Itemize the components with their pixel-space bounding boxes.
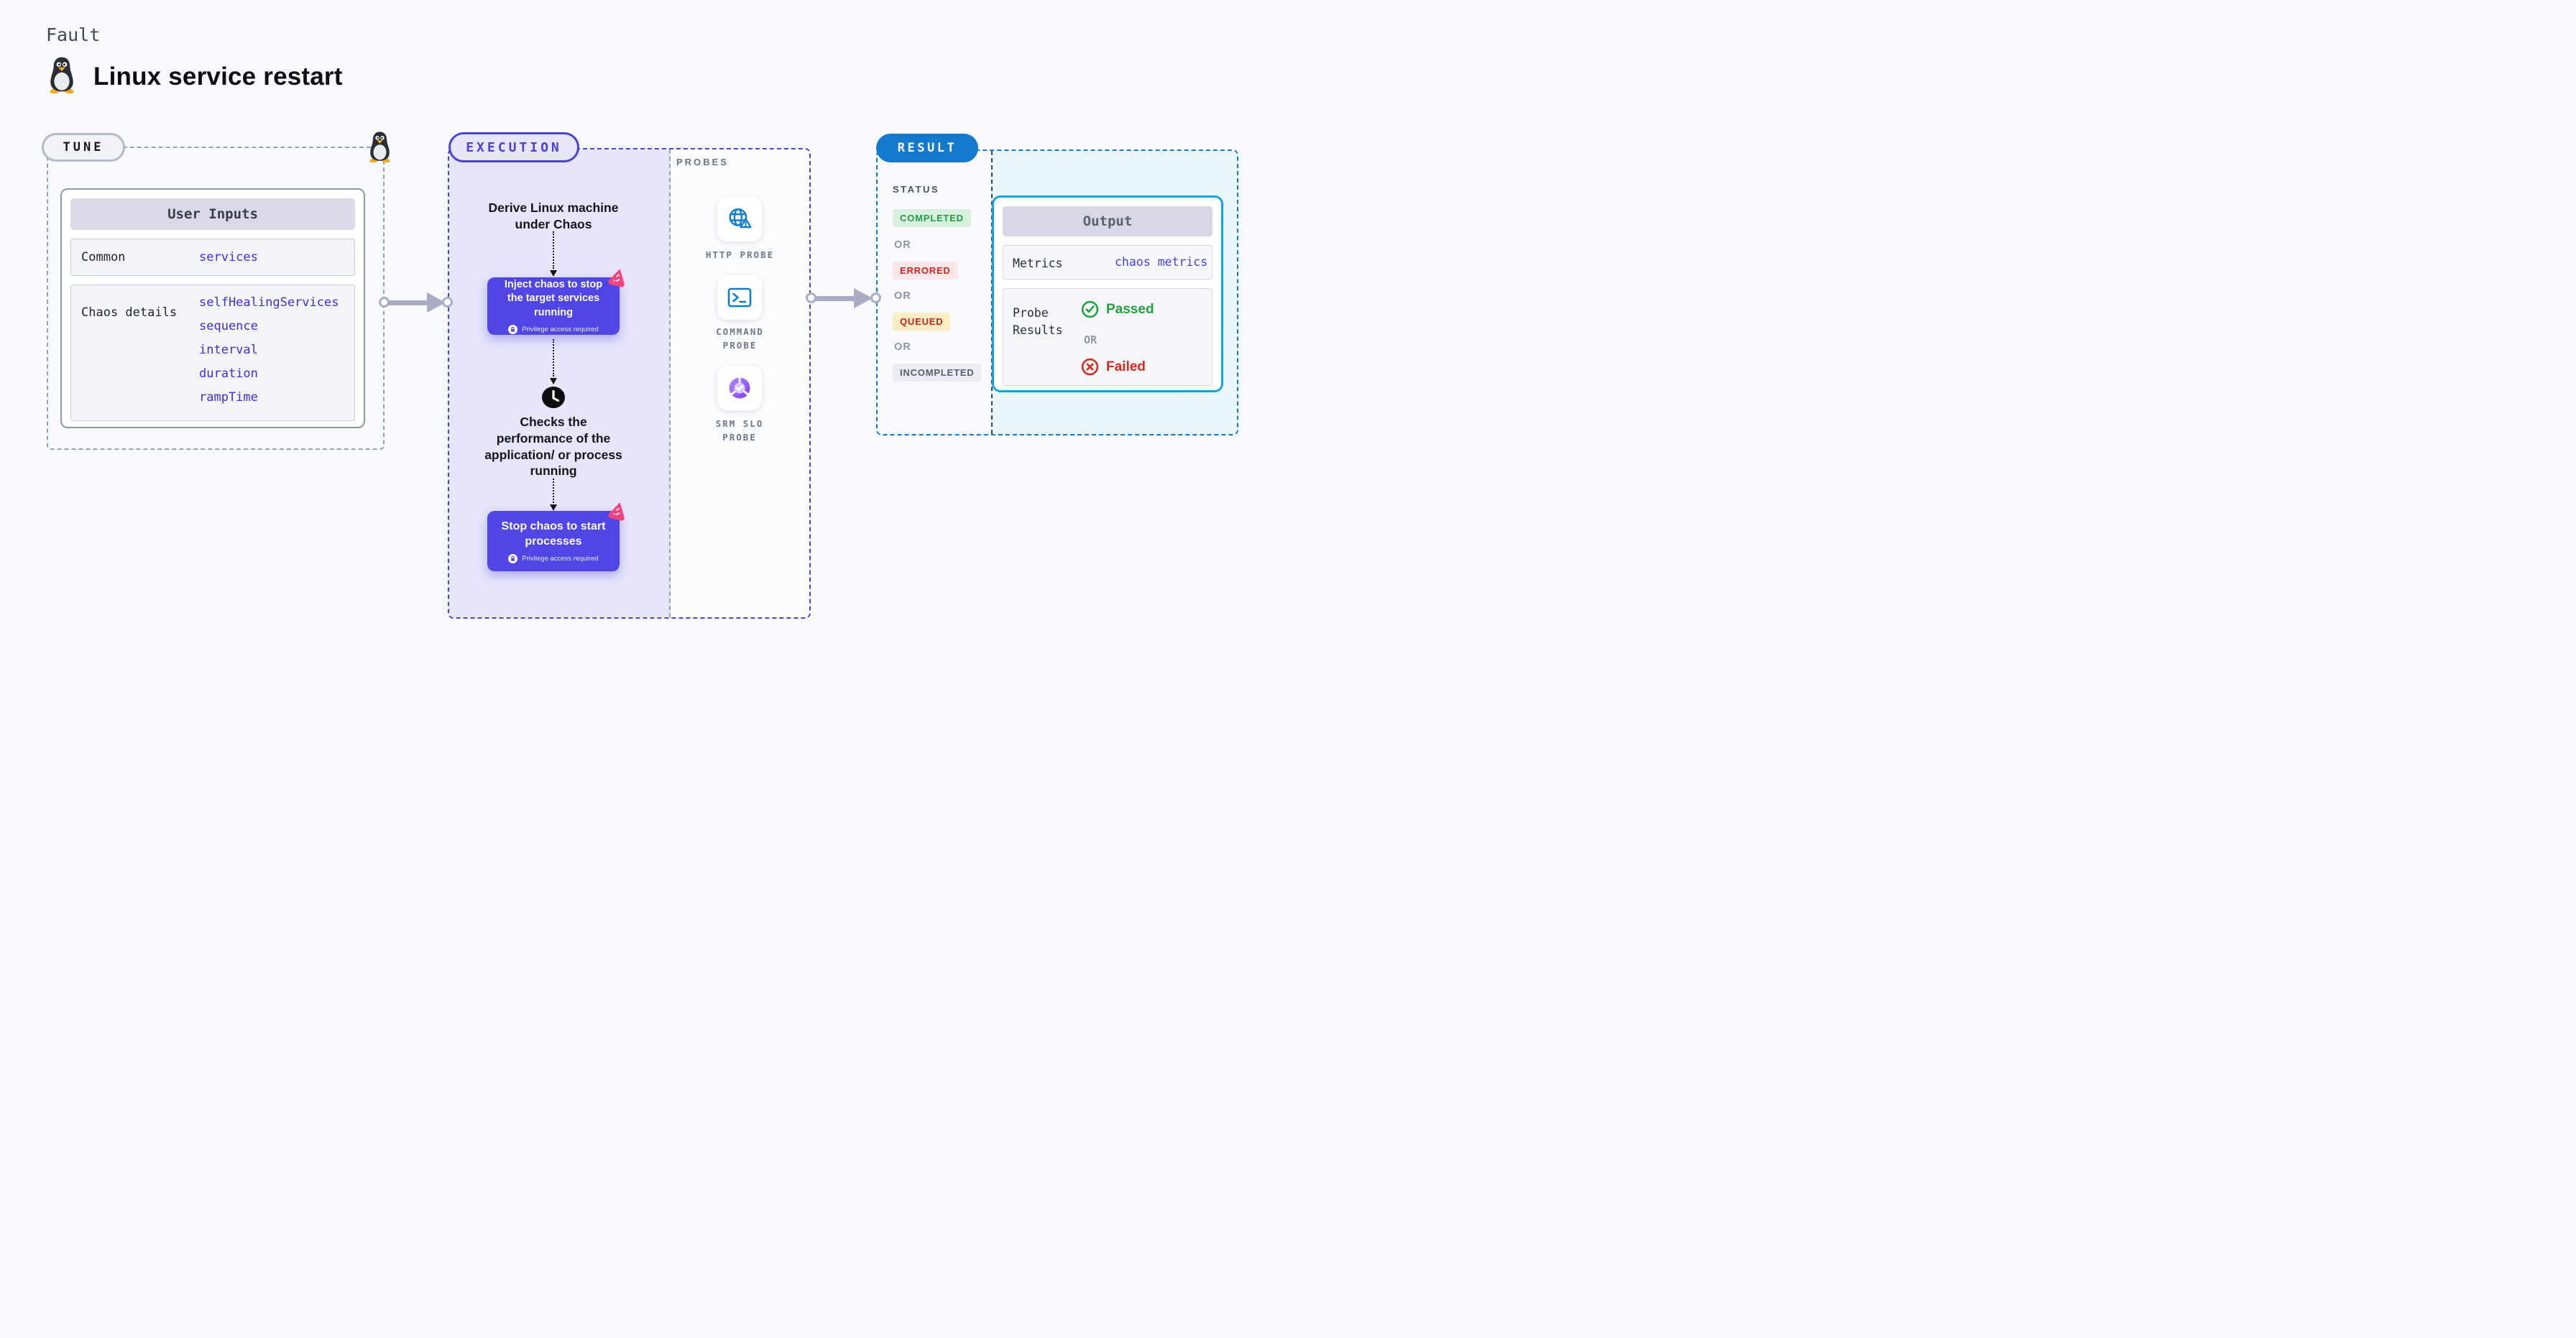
dotted-connector: [553, 231, 554, 269]
tux-penguin-icon: [46, 56, 78, 97]
output-card: Output Metrics chaos metrics Probe Resul…: [992, 195, 1223, 392]
dotted-connector: [553, 339, 554, 377]
input-value: interval: [199, 343, 258, 357]
failed-result: Failed: [1081, 358, 1146, 376]
probe-label: COMMAND PROBE: [716, 326, 764, 351]
http-probe-card[interactable]: [717, 197, 762, 241]
input-value: rampTime: [199, 390, 258, 405]
slo-pie-check-icon: [729, 377, 750, 399]
status-badge-completed: COMPLETED: [893, 209, 971, 227]
status-area: [878, 151, 992, 434]
chaos-spark-icon: [608, 502, 627, 523]
status-heading: STATUS: [893, 184, 940, 195]
probes-divider: [669, 149, 671, 617]
or-separator: OR: [894, 239, 911, 251]
or-separator: OR: [894, 341, 911, 353]
clock-icon: [541, 386, 566, 412]
lock-icon: [508, 324, 518, 334]
execution-pill: EXECUTION: [448, 132, 579, 162]
chaos-spark-icon: [608, 268, 627, 290]
row-label: Common: [81, 250, 126, 264]
input-value: selfHealingServices: [199, 295, 339, 310]
status-badge-incompleted: INCOMPLETED: [893, 364, 982, 382]
connector-dot: [870, 292, 881, 303]
probe-results-label: Probe Results: [1013, 306, 1063, 337]
user-inputs-card: User Inputs Common services Chaos detail…: [60, 188, 365, 428]
metrics-label: Metrics: [1013, 257, 1063, 270]
dotted-connector: [553, 479, 554, 503]
command-probe-card[interactable]: [717, 275, 762, 320]
srm-slo-probe-card[interactable]: [717, 366, 762, 410]
input-value: services: [199, 250, 258, 264]
probe-label: SRM SLO PROBE: [715, 418, 764, 443]
fault-diagram: Fault Linux service restart TUNE: [0, 0, 1288, 669]
derive-step-text: Derive Linux machine under Chaos: [488, 200, 619, 231]
connector-dot: [442, 297, 453, 308]
lock-icon: [508, 554, 518, 564]
fault-kicker: Fault: [46, 24, 101, 45]
arrowhead: [550, 270, 557, 277]
title-row: Linux service restart: [46, 56, 343, 97]
terminal-icon: [727, 287, 752, 308]
result-pill: RESULT: [876, 134, 978, 162]
output-title: Output: [1003, 206, 1213, 236]
input-value: duration: [199, 366, 258, 381]
input-value: sequence: [199, 319, 258, 333]
checks-step-text: Checks the performance of the applicatio…: [484, 415, 622, 479]
tune-pill: TUNE: [42, 133, 125, 162]
x-circle-icon: [1081, 358, 1099, 376]
button-label: Stop chaos to start processes: [501, 520, 606, 548]
check-circle-icon: [1081, 300, 1099, 318]
probes-heading: PROBES: [676, 157, 729, 167]
probe-label: HTTP PROBE: [705, 249, 775, 260]
user-inputs-title: User Inputs: [70, 198, 355, 230]
globe-alert-icon: [729, 208, 752, 229]
arrowhead: [550, 504, 557, 511]
user-inputs-row-common: Common services: [70, 239, 355, 276]
page-title: Linux service restart: [93, 62, 343, 91]
stop-chaos-button[interactable]: Stop chaos to start processes Privilege …: [487, 502, 625, 571]
connector-dot: [806, 292, 816, 303]
arrow-execution-to-result: [811, 287, 877, 309]
probe-results-row: Probe Results Passed OR Failed: [1003, 288, 1213, 386]
passed-result: Passed: [1081, 300, 1154, 318]
arrow-tune-to-execution: [384, 292, 450, 313]
metrics-row: Metrics chaos metrics: [1003, 245, 1213, 280]
user-inputs-row-chaos-details: Chaos details selfHealingServices sequen…: [70, 285, 355, 421]
row-label: Chaos details: [81, 305, 178, 320]
privilege-badge: Privilege access required: [508, 554, 599, 564]
inject-chaos-button[interactable]: Inject chaos to stop the target services…: [487, 269, 625, 335]
tux-penguin-small-icon: [367, 131, 393, 166]
connector-dot: [379, 297, 390, 308]
privilege-badge: Privilege access required: [508, 324, 599, 334]
arrowhead: [550, 378, 557, 384]
or-separator: OR: [1084, 333, 1098, 346]
status-badge-queued: QUEUED: [893, 313, 951, 331]
or-separator: OR: [894, 290, 911, 302]
button-label: Inject chaos to stop the target services…: [504, 279, 603, 318]
metrics-value: chaos metrics: [1115, 255, 1208, 269]
status-badge-errored: ERRORED: [893, 262, 958, 280]
